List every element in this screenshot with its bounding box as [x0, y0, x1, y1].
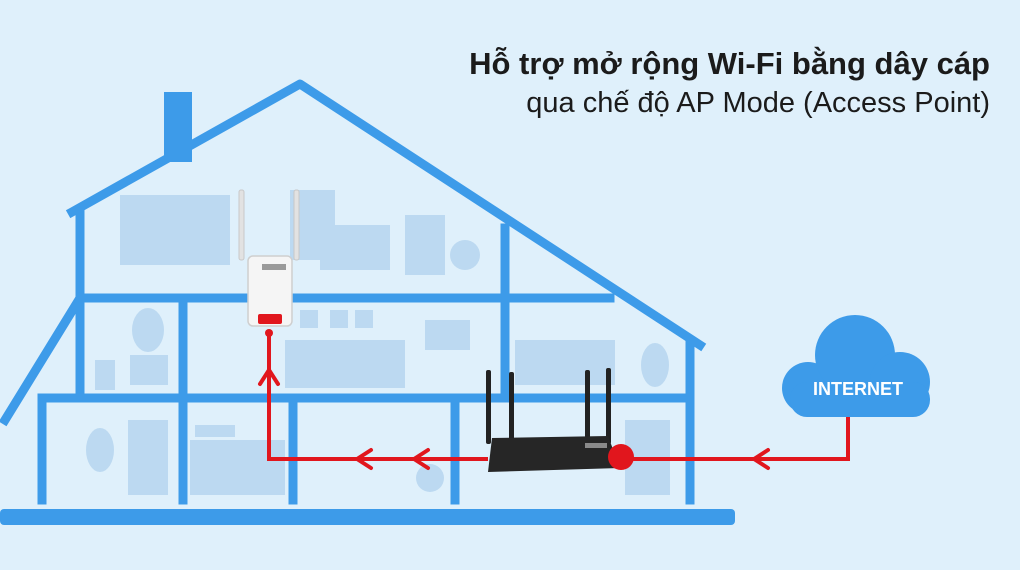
tv-icon	[425, 320, 470, 350]
extender-icon	[238, 189, 300, 327]
cloud-icon	[782, 315, 930, 417]
sofa-icon	[285, 340, 405, 388]
sink-icon	[130, 355, 168, 385]
page-subtitle: qua chế độ AP Mode (Access Point)	[526, 87, 990, 119]
house-roof	[65, 79, 707, 352]
page-title: Hỗ trợ mở rộng Wi-Fi bằng dây cáp	[469, 46, 990, 81]
extender-port-dot	[265, 329, 273, 337]
frame-icon	[330, 310, 348, 328]
frame-icon	[355, 310, 373, 328]
house-left-roof-lower	[0, 291, 87, 427]
wardrobe-icon	[120, 195, 230, 265]
house-chimney	[164, 92, 192, 162]
frame-icon	[300, 310, 318, 328]
bathtub-icon	[515, 340, 615, 385]
desk-icon	[320, 225, 390, 270]
shelf-icon	[405, 215, 445, 275]
toilet-icon	[641, 343, 669, 387]
furniture-silhouettes	[86, 190, 670, 495]
mirror-icon	[132, 308, 164, 352]
toilet-icon	[95, 360, 115, 390]
cable-internet-to-router	[620, 417, 850, 461]
door-icon	[128, 420, 168, 495]
plant-icon	[416, 464, 444, 492]
mirror-icon	[86, 428, 114, 472]
arrow-icon	[258, 368, 770, 470]
house-ground	[0, 509, 735, 525]
router-icon	[486, 368, 634, 472]
diagram-heading: Hỗ trợ mở rộng Wi-Fi bằng dây cáp qua ch…	[350, 44, 990, 122]
shelf-icon	[195, 425, 235, 437]
plant-icon	[450, 240, 480, 270]
